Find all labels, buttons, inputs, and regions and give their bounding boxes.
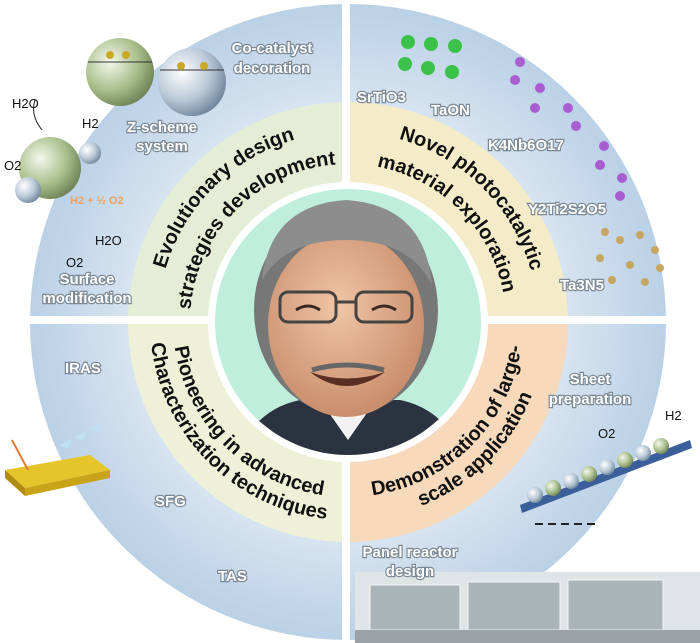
h2-label: H2 <box>82 116 99 131</box>
label-panel-line2: design <box>386 563 434 580</box>
reaction-label: H2 + ½ O2 <box>70 195 124 207</box>
label-k4nb6o17: K4Nb6O17 <box>488 137 564 154</box>
surface-modification-illustration <box>15 99 101 203</box>
label-tas: TAS <box>218 568 247 585</box>
label-srtio3: SrTiO3 <box>357 89 406 106</box>
o2-in-label: O2 <box>66 255 83 270</box>
photocatalyst-sheet-icon <box>520 438 692 525</box>
ta3n5-crystal-icon <box>596 228 664 286</box>
sheet-h2-label: H2 <box>665 408 682 423</box>
o2-label: O2 <box>4 158 21 173</box>
label-sfg: SFG <box>155 493 186 510</box>
h2o-out-label: H2O <box>95 233 122 248</box>
srtio3-crystal-icon <box>398 35 462 79</box>
label-iras: IRAS <box>65 360 101 377</box>
label-sheet-line2: preparation <box>549 391 632 408</box>
label-y2ti2s2o5: Y2Ti2S2O5 <box>528 201 606 218</box>
label-cocatalyst-line1: Co-catalyst <box>232 40 313 57</box>
label-zscheme-line1: Z-scheme <box>127 119 197 136</box>
label-sheet-line1: Sheet <box>570 371 611 388</box>
z-scheme-illustration <box>86 38 226 116</box>
label-surface-line1: Surface <box>59 271 114 288</box>
label-surface-line2: modification <box>42 290 131 307</box>
k4nb6o17-crystal-icon <box>510 57 627 201</box>
spectroscopy-sample-icon <box>5 423 110 496</box>
h2o-in-label: H2O <box>12 96 39 111</box>
label-ta3n5: Ta3N5 <box>560 277 604 294</box>
label-panel-line1: Panel reactor <box>362 544 457 561</box>
sheet-o2-label: O2 <box>598 426 615 441</box>
arrow-icon <box>33 99 43 131</box>
label-cocatalyst-line2: decoration <box>234 60 311 77</box>
panel-reactor-photo <box>355 572 700 643</box>
label-zscheme-line2: system <box>136 138 188 155</box>
label-taon: TaON <box>431 102 470 119</box>
